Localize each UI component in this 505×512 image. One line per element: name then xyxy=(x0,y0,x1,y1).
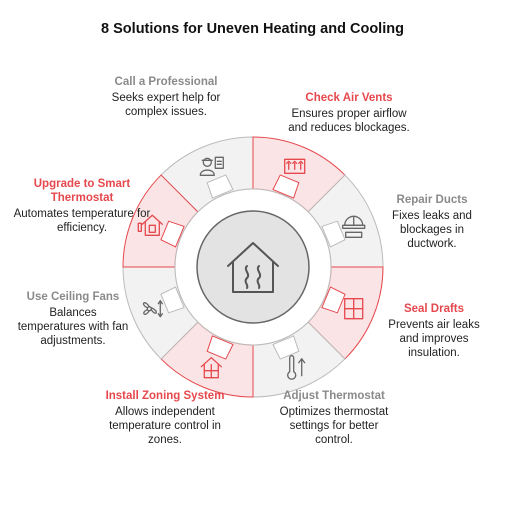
solution-card-install-zoning: Install Zoning System Allows independent… xyxy=(100,389,230,447)
segment-tab xyxy=(272,335,300,360)
air-vent-icon xyxy=(284,158,306,174)
solution-card-seal-drafts: Seal Drafts Prevents air leaks and impro… xyxy=(378,302,490,360)
wheel-segments xyxy=(122,136,384,398)
solution-desc: Fixes leaks and blockages in ductwork. xyxy=(392,210,472,250)
house-heat-icon xyxy=(227,242,279,293)
solution-desc: Ensures proper airflow and reduces block… xyxy=(288,108,410,134)
technician-checklist-icon xyxy=(199,156,224,176)
solution-title: Repair Ducts xyxy=(396,194,468,206)
wheel-hub xyxy=(174,188,332,346)
solution-card-adjust-thermostat: Adjust Thermostat Optimizes thermostat s… xyxy=(276,389,392,447)
solution-card-smart-thermostat: Upgrade to Smart Thermostat Automates te… xyxy=(10,177,154,235)
solution-desc: Optimizes thermostat settings for better… xyxy=(279,406,389,446)
solution-card-ceiling-fans: Use Ceiling Fans Balances temperatures w… xyxy=(14,290,132,348)
solution-title: Adjust Thermostat xyxy=(283,390,385,402)
solution-desc: Allows independent temperature control i… xyxy=(109,406,221,446)
ceiling-fan-icon xyxy=(142,300,163,318)
solution-card-check-air-vents: Check Air Vents Ensures proper airflow a… xyxy=(286,91,412,135)
solution-title: Call a Professional xyxy=(114,76,218,88)
solution-title: Seal Drafts xyxy=(403,303,465,315)
segment-tab xyxy=(321,220,346,248)
smart-home-thermostat-icon xyxy=(137,214,163,236)
segment-tab xyxy=(272,174,300,199)
solution-title: Use Ceiling Fans xyxy=(26,291,120,303)
solution-card-repair-ducts: Repair Ducts Fixes leaks and blockages i… xyxy=(380,193,484,251)
wheel-icons xyxy=(137,156,366,380)
diagram-title: 8 Solutions for Uneven Heating and Cooli… xyxy=(101,21,404,37)
solution-desc: Prevents air leaks and improves insulati… xyxy=(388,319,480,359)
solution-desc: Automates temperature for efficiency. xyxy=(13,208,151,234)
solution-desc: Balances temperatures with fan adjustmen… xyxy=(17,307,129,347)
solution-title: Check Air Vents xyxy=(305,92,393,104)
thermometer-arrow-icon xyxy=(287,355,306,380)
solution-desc: Seeks expert help for complex issues. xyxy=(111,92,221,118)
segment-tab xyxy=(206,335,234,360)
segment-tab xyxy=(321,286,346,314)
center-circle xyxy=(196,210,310,324)
solution-card-call-professional: Call a Professional Seeks expert help fo… xyxy=(105,75,227,119)
hardhat-duct-icon xyxy=(342,215,366,238)
solution-title: Upgrade to Smart Thermostat xyxy=(33,178,131,204)
solution-title: Install Zoning System xyxy=(105,390,225,402)
segment-tab xyxy=(160,286,185,314)
segment-tab xyxy=(206,174,234,199)
window-icon xyxy=(344,298,364,320)
segment-tab xyxy=(160,220,185,248)
zoned-house-icon xyxy=(200,357,222,379)
